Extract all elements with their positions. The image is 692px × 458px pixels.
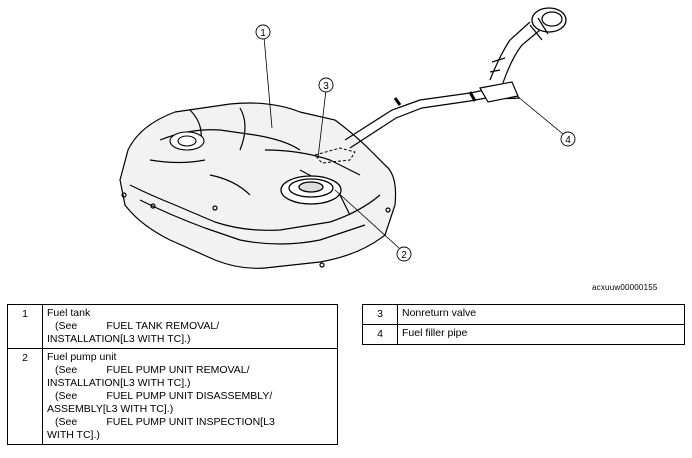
part-name: Nonreturn valve [397, 304, 685, 325]
reference-link[interactable]: (See FUEL PUMP UNIT INSPECTION[L3 [55, 416, 275, 428]
part-number: 2 [7, 348, 43, 445]
callout-4 [560, 131, 576, 147]
part-name: Fuel filler pipe [397, 324, 685, 345]
callout-2 [396, 246, 412, 262]
callout-leaders [263, 36, 564, 249]
reference-text: INSTALLATION[L3 WITH TC].) [47, 333, 191, 345]
part-number: 1 [7, 304, 43, 349]
reference-link[interactable]: (See FUEL TANK REMOVAL/ [55, 320, 220, 332]
reference-text: ASSEMBLY[L3 WITH TC].) [47, 403, 174, 415]
callout-4-label: 4 [565, 135, 571, 146]
callout-3-label: 3 [323, 81, 329, 92]
parts-table-right: 3 Nonreturn valve 4 Fuel filler pipe [362, 304, 685, 345]
table-row: 2 Fuel pump unit (See FUEL PUMP UNIT REM… [7, 348, 338, 445]
callout-3 [318, 77, 334, 93]
access-cover-drawing [169, 131, 205, 151]
figure-reference-code: acxuuw00000155 [592, 283, 658, 292]
part-description: Fuel pump unit (See FUEL PUMP UNIT REMOV… [42, 348, 338, 445]
table-row: 4 Fuel filler pipe [362, 324, 685, 345]
callout-2-label: 2 [401, 250, 407, 261]
parts-table-left: 1 Fuel tank (See FUEL TANK REMOVAL/ INST… [7, 304, 338, 445]
table-row: 3 Nonreturn valve [362, 304, 685, 325]
callout-1 [255, 24, 271, 40]
part-number: 4 [362, 324, 398, 345]
reference-text: WITH TC].) [47, 429, 100, 441]
callout-1-label: 1 [260, 28, 266, 39]
fuel-tank-drawing [119, 102, 397, 269]
table-row: 1 Fuel tank (See FUEL TANK REMOVAL/ INST… [7, 304, 338, 349]
fuel-system-illustration: 1 3 2 4 [119, 7, 576, 269]
part-name: Fuel pump unit [47, 351, 117, 363]
reference-link[interactable]: (See FUEL PUMP UNIT REMOVAL/ [55, 364, 250, 376]
fuel-pump-unit-drawing [280, 175, 342, 205]
part-number: 3 [362, 304, 398, 325]
reference-link[interactable]: (See FUEL PUMP UNIT DISASSEMBLY/ [55, 390, 273, 402]
reference-text: INSTALLATION[L3 WITH TC].) [47, 377, 191, 389]
part-name: Fuel tank [47, 307, 91, 319]
part-description: Fuel tank (See FUEL TANK REMOVAL/ INSTAL… [42, 304, 338, 349]
nonreturn-valve-drawing [314, 147, 356, 164]
fuel-filler-pipe-drawing [344, 7, 567, 149]
